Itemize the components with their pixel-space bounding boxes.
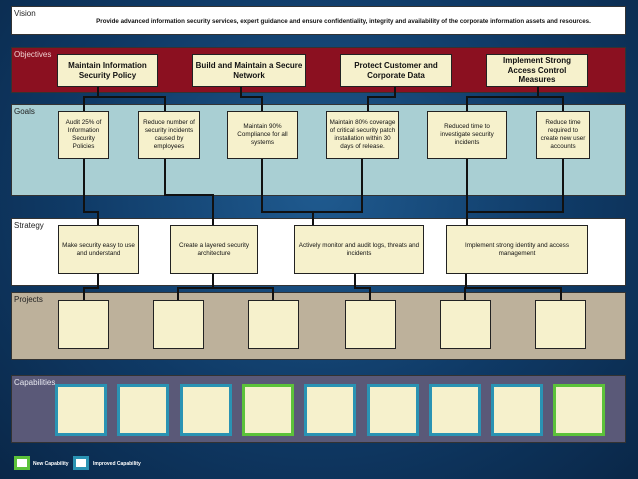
legend-improved-swatch [73,456,89,470]
goals-label: Goals [14,107,35,116]
projects-label: Projects [14,295,43,304]
project-box [440,300,491,349]
strategy-box: Implement strong identity and access man… [446,225,588,274]
improved-capability-box [491,384,543,436]
new-capability-box [242,384,294,436]
objective-box: Build and Maintain a Secure Network [192,54,306,87]
new-capability-box [553,384,605,436]
objectives-label: Objectives [14,50,52,59]
improved-capability-box [367,384,419,436]
goal-box: Reduced time to investigate security inc… [427,111,507,159]
vision-text: Provide advanced information security se… [96,18,591,25]
improved-capability-box [55,384,107,436]
project-box [248,300,299,349]
project-box [345,300,396,349]
goal-box: Reduce number of security incidents caus… [138,111,200,159]
improved-capability-box [180,384,232,436]
goal-box: Audit 25% of Information Security Polici… [58,111,109,159]
goal-box: Reduce time required to create new user … [536,111,590,159]
objective-box: Protect Customer and Corporate Data [340,54,452,87]
legend-improved-label: Improved Capability [93,461,141,467]
improved-capability-box [429,384,481,436]
goal-box: Maintain 90% Compliance for all systems [227,111,298,159]
objective-box: Maintain Information Security Policy [57,54,158,87]
legend-new-label: New Capability [33,461,69,467]
improved-capability-box [304,384,356,436]
strategy-box: Actively monitor and audit logs, threats… [294,225,424,274]
objective-box: Implement Strong Access Control Measures [486,54,588,87]
project-box [535,300,586,349]
project-box [58,300,109,349]
goal-box: Maintain 80% coverage of critical securi… [326,111,399,159]
project-box [153,300,204,349]
legend-new-swatch [14,456,30,470]
projects-panel: Projects [11,292,626,360]
improved-capability-box [117,384,169,436]
capabilities-label: Capabilities [14,378,56,387]
strategy-box: Create a layered security architecture [170,225,258,274]
strategy-box: Make security easy to use and understand [58,225,139,274]
vision-panel: Vision Provide advanced information secu… [11,6,626,35]
goals-panel: Goals [11,104,626,196]
vision-label: Vision [14,9,36,18]
strategy-label: Strategy [14,221,44,230]
